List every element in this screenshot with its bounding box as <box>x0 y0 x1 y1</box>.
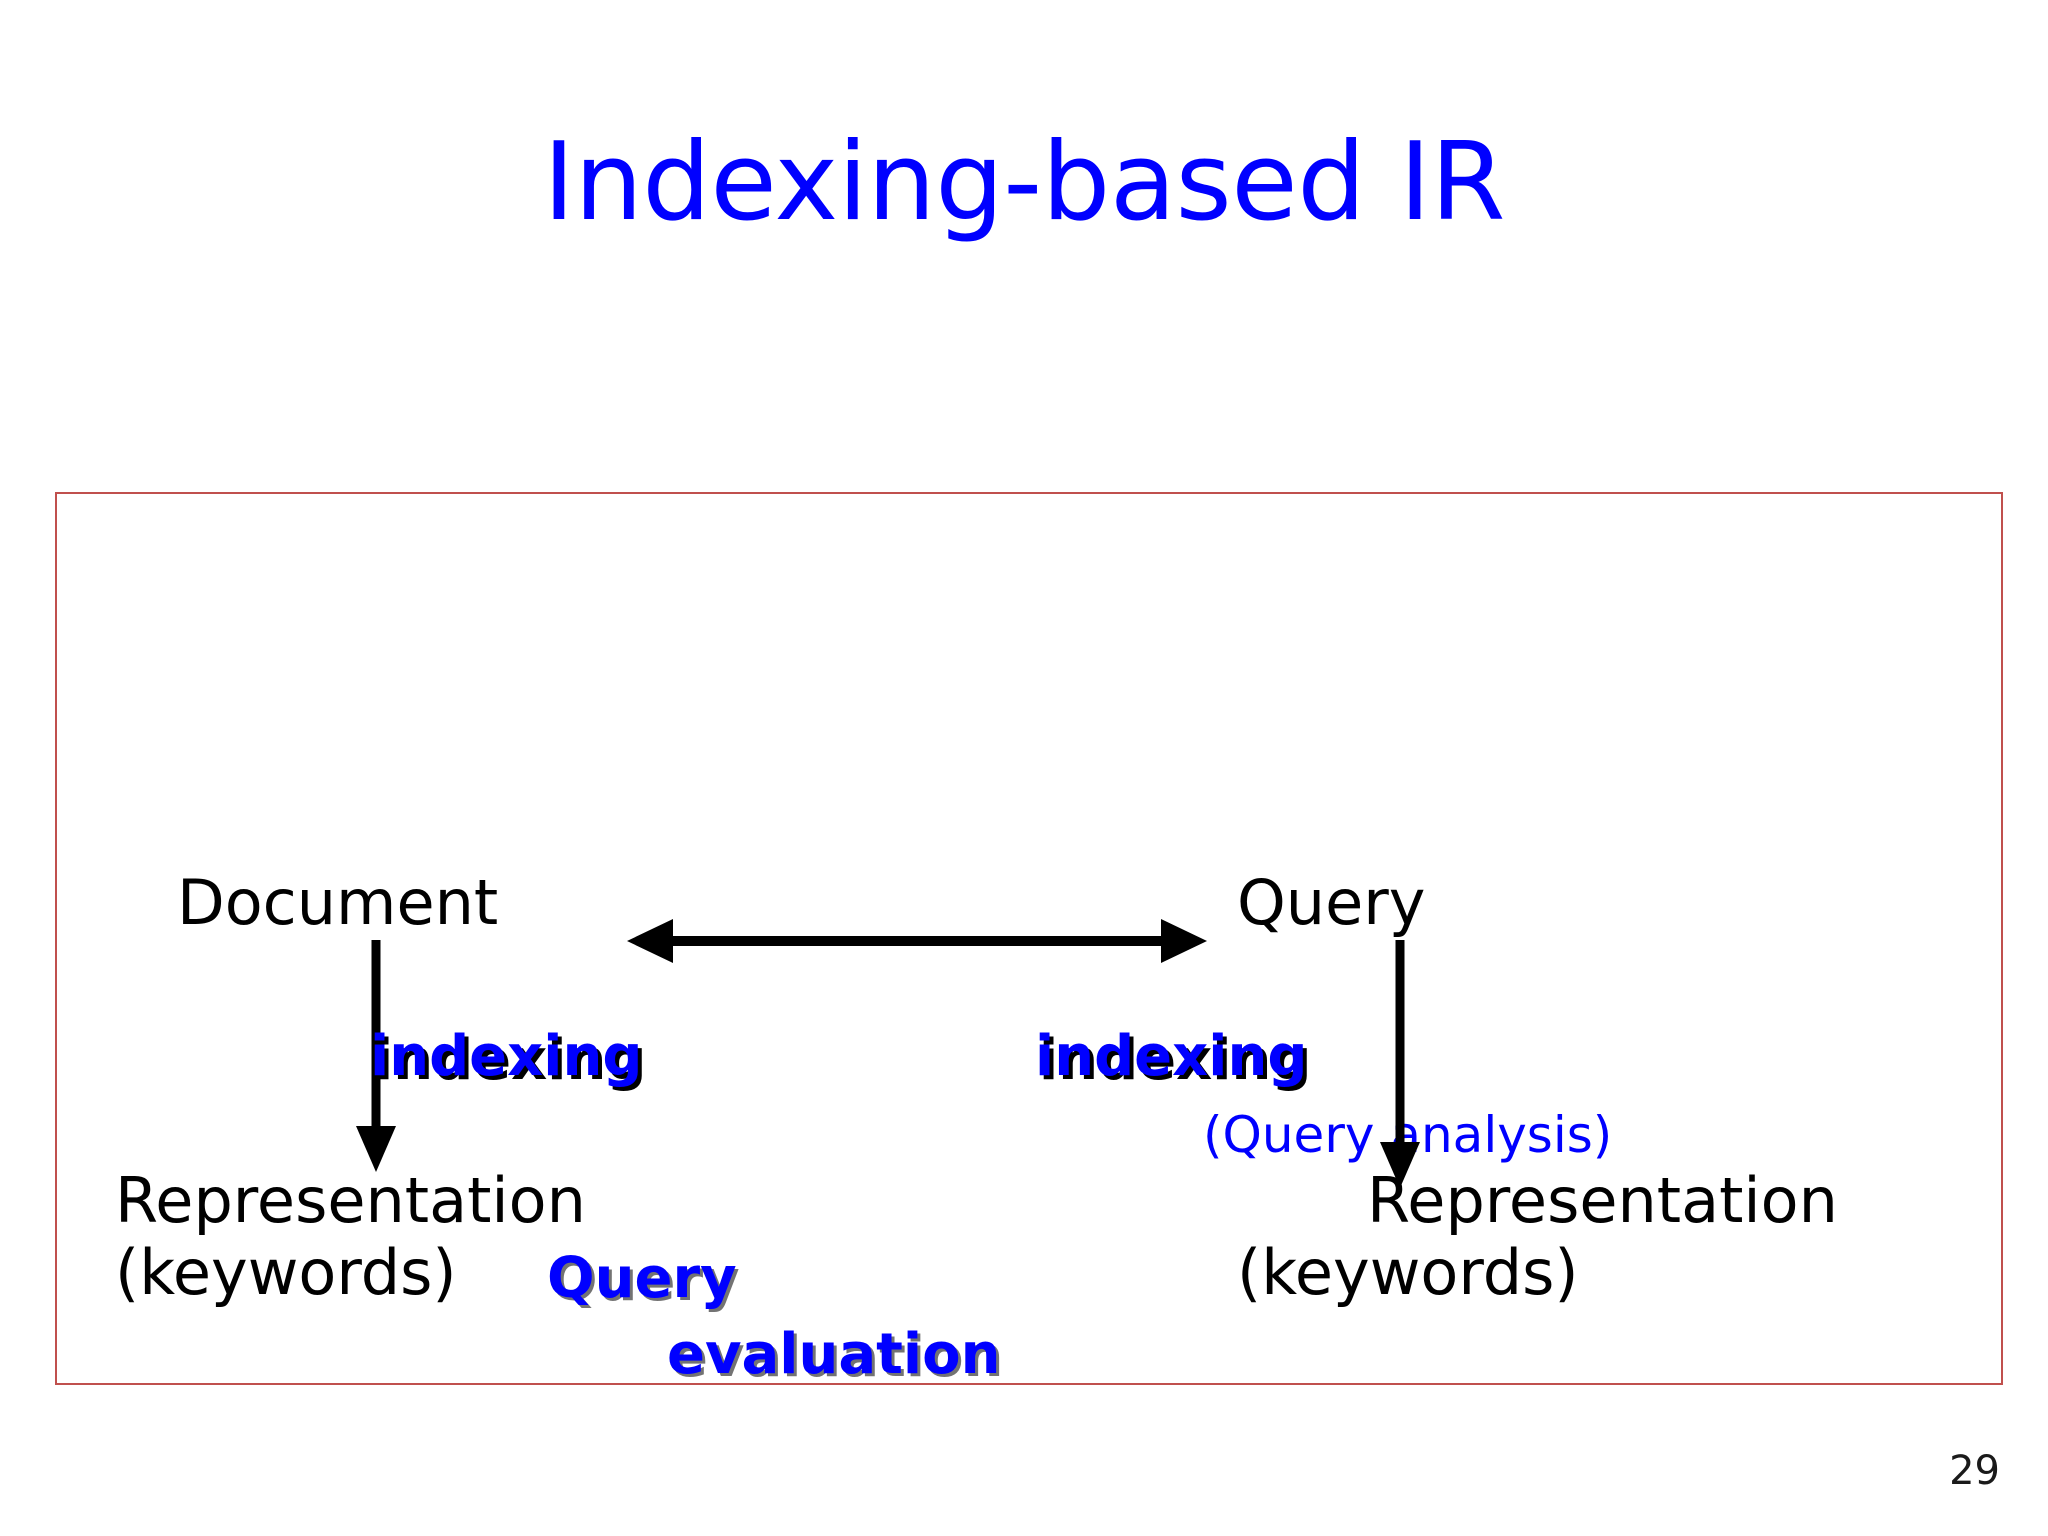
representation-left-line2: (keywords) <box>115 1236 457 1309</box>
indexing-label-right: indexing <box>1035 1024 1308 1089</box>
representation-right-line1: Representation <box>1367 1164 1838 1237</box>
query-label: Query <box>1237 866 1426 939</box>
representation-matching-arrow-icon <box>627 919 1207 963</box>
diagram-frame: Document Query indexing indexing (Query … <box>55 492 2003 1387</box>
document-label: Document <box>177 866 499 939</box>
representation-right-line2: (keywords) <box>1237 1236 1579 1309</box>
document-to-representation-arrow-icon <box>356 940 396 1172</box>
query-evaluation-line2: evaluation <box>667 1322 1001 1387</box>
page-number: 29 <box>1949 1448 2000 1494</box>
query-to-representation-arrow-icon <box>1380 940 1420 1188</box>
indexing-label-left: indexing <box>370 1024 643 1089</box>
query-evaluation-line1: Query <box>547 1246 737 1311</box>
page-title: Indexing-based IR <box>542 120 1506 245</box>
representation-left-line1: Representation <box>115 1164 586 1237</box>
